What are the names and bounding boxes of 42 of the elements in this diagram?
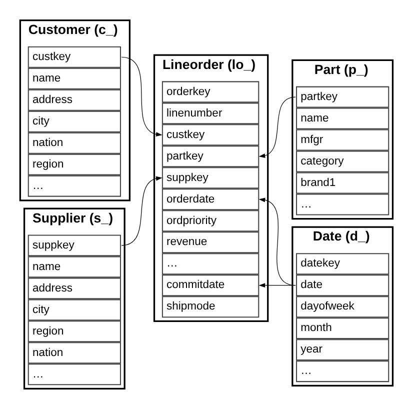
node-box: region <box>28 320 121 342</box>
node-box: date <box>296 274 390 296</box>
node-box: partkey <box>162 146 260 168</box>
arrow <box>121 56 162 137</box>
arrow <box>258 283 296 288</box>
arrow <box>121 176 162 246</box>
node-box: mfgr <box>296 129 390 151</box>
node-box: city <box>28 299 121 321</box>
node-box: category <box>296 150 390 172</box>
node-box: city <box>28 110 121 132</box>
node-box: dayofweek <box>296 296 390 318</box>
arrow <box>258 198 296 286</box>
node-box: revenue <box>162 232 260 254</box>
node-box: custkey <box>162 124 260 146</box>
node-box: … <box>28 175 121 197</box>
node-box: linenumber <box>162 102 260 124</box>
node-box: … <box>162 253 260 275</box>
node-box: nation <box>28 342 121 364</box>
node-box: commitdate <box>162 274 260 296</box>
node-box: shipmode <box>162 296 260 318</box>
node-box: suppkey <box>28 234 121 256</box>
node-box: region <box>28 154 121 176</box>
node-box: ordpriority <box>162 210 260 232</box>
node-box: name <box>28 256 121 278</box>
node-box: partkey <box>296 86 390 108</box>
node-box: year <box>296 339 390 361</box>
node-box: orderdate <box>162 188 260 210</box>
node-box: name <box>296 108 390 130</box>
node-box: … <box>296 360 390 382</box>
node-box: address <box>28 278 121 300</box>
node-box: month <box>296 318 390 340</box>
node-box: name <box>28 68 121 90</box>
node-box: brand1 <box>296 172 390 194</box>
node-box: … <box>28 364 121 386</box>
node-box: nation <box>28 132 121 154</box>
node-box: custkey <box>28 46 121 68</box>
node-box: … <box>296 194 390 216</box>
node-box: suppkey <box>162 167 260 189</box>
node-box: orderkey <box>162 81 260 103</box>
node-box: datekey <box>296 253 390 275</box>
arrow <box>258 96 296 158</box>
node-box: address <box>28 89 121 111</box>
